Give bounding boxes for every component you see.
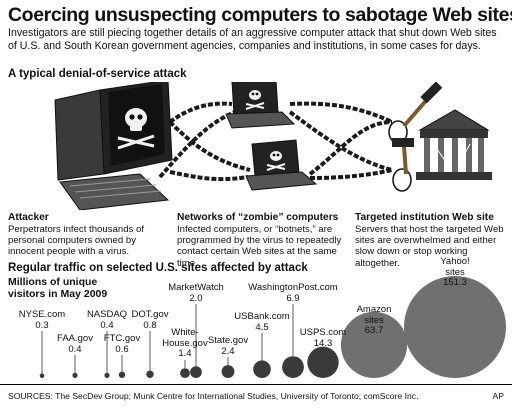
bubble-value: 151.3 — [443, 277, 467, 288]
bubble-value: 6.9 — [286, 292, 300, 304]
zombies-caption-title: Networks of “zombie” computers — [177, 212, 339, 223]
bubble-value: 0.8 — [143, 319, 157, 331]
traffic-subtitle: Millions of unique visitors in May 2009 — [8, 276, 108, 300]
bubble-state.gov — [221, 365, 235, 378]
bubble-value: 0.4 — [68, 343, 82, 355]
zombie-laptop-icon — [225, 82, 296, 129]
bubble-value: 2.4 — [221, 345, 235, 357]
bubble-washingtonpost.com — [282, 356, 304, 378]
bubble-site-name: FAA.gov — [57, 333, 93, 344]
attacker-caption: Attacker Perpetrators infect thousands o… — [8, 212, 168, 258]
bubble-faa.gov — [72, 372, 78, 378]
bubble-site-name: USPS.com — [299, 327, 347, 338]
bubble-marketwatch — [190, 366, 202, 378]
bubble-nyse.com — [39, 373, 45, 378]
footer-divider — [0, 384, 512, 385]
bubble-value: 0.6 — [115, 343, 129, 355]
bubble-value: 0.4 — [100, 319, 114, 331]
target-caption-body: Servers that host the targeted Web sites… — [355, 224, 504, 269]
bubble-site-name: Yahoo! sites — [440, 256, 470, 278]
intro-text: Investigators are still piecing together… — [8, 27, 497, 52]
bubble-value: 14.3 — [313, 337, 333, 349]
bubble-usbank.com — [253, 360, 271, 378]
bubble-dot.gov — [146, 370, 154, 378]
traffic-title: Regular traffic on selected U.S. sites a… — [8, 262, 308, 274]
headline: Coercing unsuspecting computers to sabot… — [8, 4, 512, 26]
bubble-site-name: DOT.gov — [131, 309, 169, 320]
bank-building-icon — [416, 109, 492, 180]
bubble-yahoo!-sites — [404, 276, 506, 378]
target-caption-title: Targeted institution Web site — [355, 212, 494, 223]
credit-label: AP — [492, 391, 504, 401]
bubble-site-name: USBank.com — [234, 311, 290, 322]
attack-illustration — [54, 82, 492, 210]
bubble-value: 0.3 — [35, 319, 49, 331]
bubble-white--house.gov — [180, 368, 190, 378]
bubble-site-name: NASDAQ — [86, 309, 128, 320]
bubble-site-name: Amazon sites — [356, 304, 392, 326]
bubble-ftc.gov — [118, 371, 126, 378]
zombie-laptop-icon — [245, 139, 318, 191]
bubble-site-name: State.gov — [207, 335, 249, 346]
traffic-bubble-chart — [39, 276, 506, 378]
bubble-value: 2.0 — [189, 292, 203, 304]
target-caption: Targeted institution Web site Servers th… — [355, 212, 507, 269]
bubble-value: 4.5 — [255, 321, 269, 333]
bubble-usps.com — [307, 346, 339, 378]
attacker-computer-icon — [54, 82, 173, 210]
bubble-value: 1.4 — [178, 348, 192, 359]
bubble-site-name: NYSE.com — [18, 309, 66, 320]
hammer-icon — [392, 138, 414, 192]
bubble-nasdaq — [104, 372, 110, 378]
zombies-caption: Networks of “zombie” computers Infected … — [177, 212, 345, 269]
bubble-site-name: White- House.gov — [162, 327, 208, 349]
bubble-value: 63.7 — [364, 325, 384, 336]
bubble-site-name: MarketWatch — [168, 282, 224, 293]
bubble-amazon-sites — [340, 311, 408, 378]
attacker-caption-body: Perpetrators infect thousands of persona… — [8, 224, 144, 258]
attacker-caption-title: Attacker — [8, 212, 49, 223]
sources-line: SOURCES: The SecDev Group; Munk Centre f… — [8, 391, 419, 401]
zombies-caption-body: Infected computers, or “botnets,” are pr… — [177, 224, 342, 269]
diagram-title: A typical denial-of-service attack — [8, 68, 187, 80]
bubble-site-name: FTC.gov — [103, 333, 141, 344]
bubble-site-name: WashingtonPost.com — [248, 282, 338, 293]
